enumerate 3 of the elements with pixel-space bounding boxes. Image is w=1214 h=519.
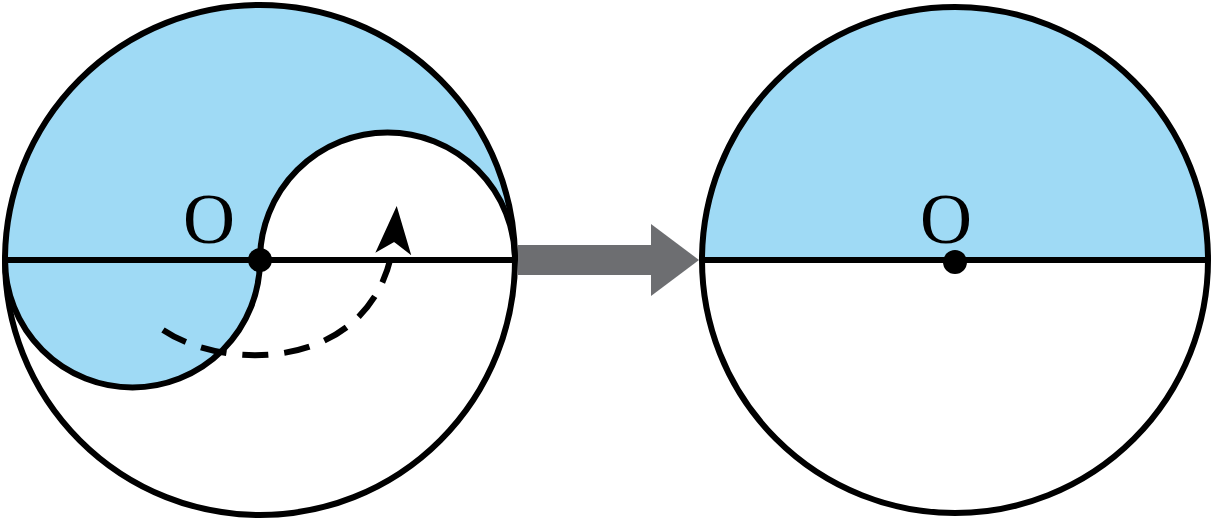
arrow: [518, 224, 699, 296]
point-label: O: [920, 183, 972, 255]
point-label: O: [183, 183, 235, 255]
